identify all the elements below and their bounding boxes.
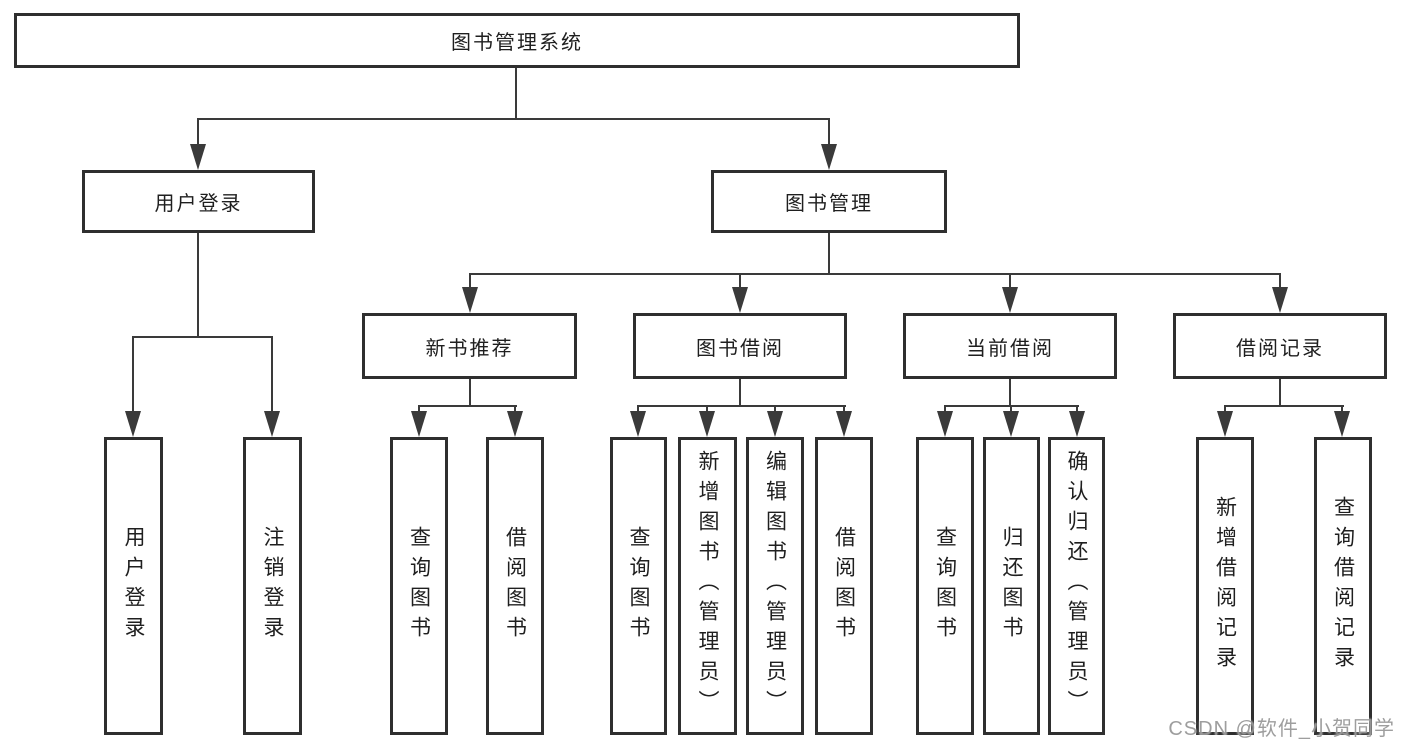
connector-vline — [944, 405, 946, 415]
leaf-add-borrow-record-label: 新增借阅记录 — [1213, 496, 1237, 676]
connector-hline — [637, 405, 846, 407]
connector-vline — [843, 405, 845, 415]
arrow-down-icon — [836, 411, 852, 437]
leaf-borrow-books-recommend-label: 借阅图书 — [503, 526, 527, 646]
node-book-management-label: 图书管理 — [785, 193, 873, 215]
connector-hline — [197, 118, 830, 120]
node-user-login: 用户登录 — [82, 170, 315, 233]
arrow-down-icon — [1069, 411, 1085, 437]
leaf-add-books-admin: 新增图书（管理员） — [678, 437, 737, 735]
leaf-return-books-label: 归还图书 — [1000, 526, 1023, 646]
connector-vline — [828, 118, 830, 148]
arrow-down-icon — [411, 411, 427, 437]
connector-hline — [469, 273, 1281, 275]
leaf-query-books-recommend-label: 查询图书 — [407, 526, 431, 646]
node-book-borrowing-label: 图书借阅 — [696, 337, 784, 360]
arrow-down-icon — [732, 287, 748, 313]
node-book-management: 图书管理 — [711, 170, 947, 233]
connector-vline — [132, 336, 134, 414]
leaf-user-login-label: 用户登录 — [122, 526, 145, 646]
arrow-down-icon — [630, 411, 646, 437]
arrow-down-icon — [821, 144, 837, 170]
node-user-login-label: 用户登录 — [154, 193, 243, 215]
connector-vline — [1341, 405, 1343, 415]
connector-vline — [1224, 405, 1226, 415]
connector-vline — [469, 379, 471, 407]
arrow-down-icon — [462, 287, 478, 313]
node-current-borrowing: 当前借阅 — [903, 313, 1117, 379]
arrow-down-icon — [699, 411, 715, 437]
connector-vline — [469, 273, 471, 289]
leaf-query-books-current-label: 查询图书 — [933, 526, 957, 646]
arrow-down-icon — [1003, 411, 1019, 437]
connector-hline — [1224, 405, 1344, 407]
node-borrowing-records: 借阅记录 — [1173, 313, 1387, 379]
csdn-watermark: CSDN @软件_小贺同学 — [1168, 718, 1395, 740]
leaf-query-books-borrowing: 查询图书 — [610, 437, 667, 735]
arrow-down-icon — [264, 411, 280, 437]
connector-vline — [271, 336, 273, 414]
connector-hline — [132, 336, 273, 338]
node-current-borrowing-label: 当前借阅 — [966, 337, 1054, 360]
arrow-down-icon — [507, 411, 523, 437]
node-new-book-recommend-label: 新书推荐 — [425, 337, 514, 360]
leaf-borrow-books-borrowing-label: 借阅图书 — [832, 526, 856, 646]
leaf-borrow-books-borrowing: 借阅图书 — [815, 437, 873, 735]
leaf-add-books-admin-label: 新增图书（管理员） — [696, 450, 719, 720]
arrow-down-icon — [937, 411, 953, 437]
connector-vline — [197, 118, 199, 148]
connector-vline — [1009, 379, 1011, 407]
connector-vline — [418, 405, 420, 415]
connector-vline — [1009, 273, 1011, 289]
connector-vline — [1279, 273, 1281, 289]
arrow-down-icon — [1217, 411, 1233, 437]
leaf-edit-books-admin-label: 编辑图书（管理员） — [763, 450, 787, 720]
connector-vline — [1076, 405, 1078, 415]
leaf-query-books-recommend: 查询图书 — [390, 437, 448, 735]
arrow-down-icon — [1272, 287, 1288, 313]
leaf-confirm-return-admin-label: 确认归还（管理员） — [1065, 450, 1088, 720]
leaf-edit-books-admin: 编辑图书（管理员） — [746, 437, 804, 735]
node-library-system: 图书管理系统 — [14, 13, 1020, 68]
arrow-down-icon — [767, 411, 783, 437]
leaf-confirm-return-admin: 确认归还（管理员） — [1048, 437, 1105, 735]
leaf-query-books-current: 查询图书 — [916, 437, 974, 735]
connector-vline — [828, 233, 830, 273]
node-library-system-label: 图书管理系统 — [451, 32, 583, 54]
connector-vline — [514, 405, 516, 415]
connector-vline — [706, 405, 708, 415]
leaf-query-borrow-record: 查询借阅记录 — [1314, 437, 1372, 735]
leaf-user-login: 用户登录 — [104, 437, 163, 735]
arrow-down-icon — [125, 411, 141, 437]
connector-hline — [418, 405, 517, 407]
arrow-down-icon — [1002, 287, 1018, 313]
node-new-book-recommend: 新书推荐 — [362, 313, 577, 379]
node-borrowing-records-label: 借阅记录 — [1236, 337, 1324, 360]
connector-vline — [197, 233, 199, 336]
connector-vline — [774, 405, 776, 415]
arrow-down-icon — [1334, 411, 1350, 437]
leaf-logout: 注销登录 — [243, 437, 302, 735]
connector-vline — [739, 379, 741, 407]
connector-vline — [637, 405, 639, 415]
leaf-return-books: 归还图书 — [983, 437, 1040, 735]
connector-vline — [515, 68, 517, 118]
connector-vline — [1010, 405, 1012, 415]
leaf-query-books-borrowing-label: 查询图书 — [627, 526, 650, 646]
arrow-down-icon — [190, 144, 206, 170]
leaf-add-borrow-record: 新增借阅记录 — [1196, 437, 1254, 735]
node-book-borrowing: 图书借阅 — [633, 313, 847, 379]
leaf-borrow-books-recommend: 借阅图书 — [486, 437, 544, 735]
leaf-query-borrow-record-label: 查询借阅记录 — [1331, 496, 1355, 676]
connector-vline — [739, 273, 741, 289]
connector-vline — [1279, 379, 1281, 407]
leaf-logout-label: 注销登录 — [261, 526, 284, 646]
